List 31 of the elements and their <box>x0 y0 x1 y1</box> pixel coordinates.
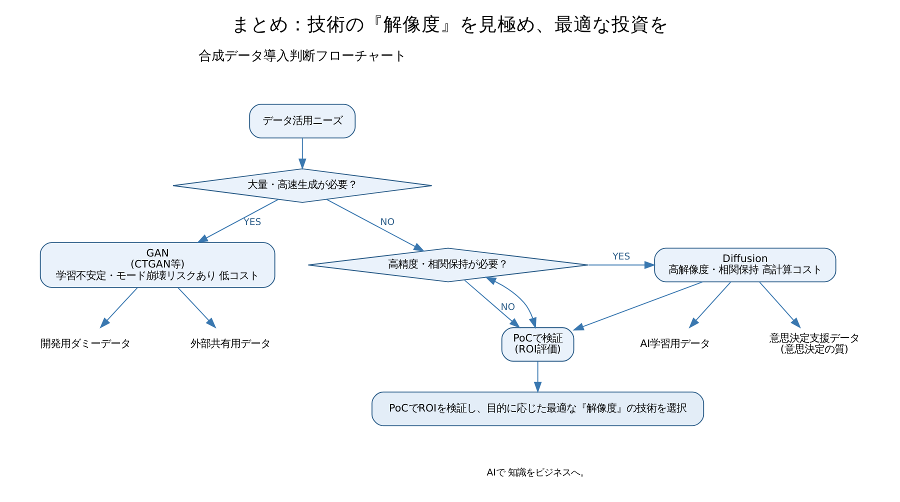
node-box: Diffusion 高解像度・相関保持 高計算コスト <box>654 248 836 282</box>
node-box: PoCで検証 (ROI評価) <box>501 327 574 362</box>
edge-label: YES <box>612 251 630 262</box>
node-text: AI学習用データ <box>640 338 710 350</box>
arrow <box>177 287 216 328</box>
arrow <box>588 261 656 269</box>
node-box: PoCでROIを検証し、目的に応じた最適な『解像度』の技術を選択 <box>372 392 704 426</box>
arrow <box>688 282 732 328</box>
arrow <box>100 287 138 328</box>
arrow <box>572 281 703 330</box>
diagram-title: まとめ：技術の『解像度』を見極め、最適な投資を <box>232 14 668 36</box>
node-text: 意思決定支援データ <box>769 332 860 344</box>
node-diamond: 大量・高速生成が必要？ <box>172 168 432 203</box>
node-label: (意思決定の質) <box>780 344 848 356</box>
edge-label: NO <box>500 302 516 313</box>
edge-label: NO <box>380 216 395 228</box>
arrow <box>484 276 536 329</box>
arrow <box>326 198 425 252</box>
label: 合成データ導入判断フローチャート <box>198 49 406 64</box>
node-text: 開発用ダミーデータ <box>40 338 131 350</box>
label: AIで 知識をビジネスへ。 <box>486 468 589 479</box>
node-text: 外部共有用データ <box>190 338 270 350</box>
arrow <box>298 138 306 170</box>
node-box: データ活用ニーズ <box>249 104 356 138</box>
edge-label: YES <box>244 216 262 228</box>
arrow <box>534 361 542 394</box>
node-box: GAN (CTGAN等) 学習不安定・モード崩壊リスクあり 低コスト <box>40 242 276 288</box>
arrow <box>196 198 279 244</box>
arrow <box>759 282 801 328</box>
arrow <box>464 280 520 328</box>
node-diamond: 高精度・相関保持が必要？ <box>308 248 589 282</box>
